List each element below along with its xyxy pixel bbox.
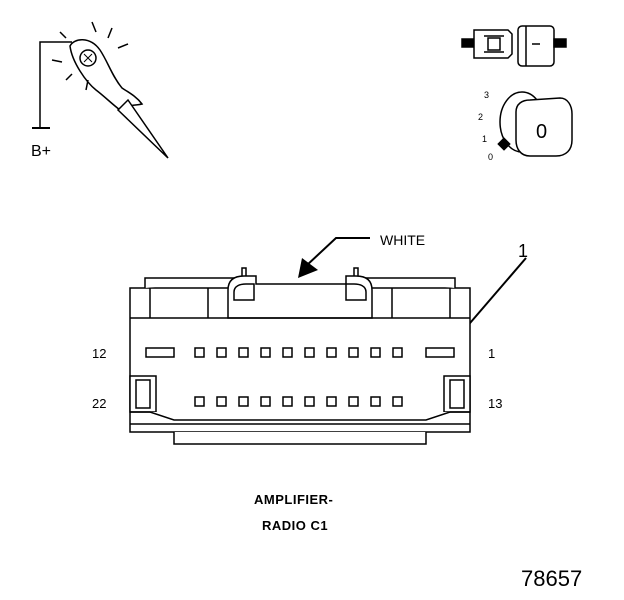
pin-label-13: 13 xyxy=(488,396,502,411)
pin-cavity-13b xyxy=(392,396,403,407)
pin-cavities-top-row xyxy=(145,347,455,358)
pin-cavity-13a xyxy=(370,396,381,407)
b-plus-label: B+ xyxy=(31,143,51,160)
pin-cavity-5 xyxy=(326,347,337,358)
pin-cavity-7 xyxy=(282,347,293,358)
ignition-position-0: 0 xyxy=(488,152,493,162)
ignition-position-2: 2 xyxy=(478,112,483,122)
pin-label-12: 12 xyxy=(92,346,106,361)
pin-cavity-2 xyxy=(392,347,403,358)
connector-color-label: WHITE xyxy=(380,232,425,248)
ignition-key-symbol: 0 xyxy=(536,121,547,143)
pin-label-22: 22 xyxy=(92,396,106,411)
pin-cavity-16 xyxy=(304,396,315,407)
connector-housing xyxy=(129,267,471,445)
pin-cavities-bottom-row xyxy=(194,396,403,407)
pin-cavity-14 xyxy=(348,396,359,407)
callout-number: 1 xyxy=(518,241,528,261)
ignition-switch-icon xyxy=(497,91,573,157)
pin-cavity-11 xyxy=(194,347,205,358)
ignition-position-1: 1 xyxy=(482,134,487,144)
pin-cavity-3 xyxy=(370,347,381,358)
caption-line-1: AMPLIFIER- xyxy=(254,492,333,507)
white-callout-leader xyxy=(305,237,370,267)
pin-cavity-20 xyxy=(216,396,227,407)
pin-cavity-1 xyxy=(425,347,455,358)
pin-label-1: 1 xyxy=(488,346,495,361)
pin-cavity-10 xyxy=(216,347,227,358)
pin-cavity-17 xyxy=(282,396,293,407)
figure-number: 78657 xyxy=(521,566,582,591)
test-light-probe-icon xyxy=(32,21,169,159)
pin-cavity-18 xyxy=(260,396,271,407)
white-callout-arrowhead xyxy=(298,258,318,278)
pin-cavity-6 xyxy=(304,347,315,358)
pin-cavity-8 xyxy=(260,347,271,358)
ignition-position-3: 3 xyxy=(484,90,489,100)
pin-cavity-19 xyxy=(238,396,249,407)
connector-pair-icon xyxy=(461,25,567,67)
pin-cavity-15 xyxy=(326,396,337,407)
pin-cavity-4 xyxy=(348,347,359,358)
pin-cavity-21 xyxy=(194,396,205,407)
caption-line-2: RADIO C1 xyxy=(262,518,328,533)
pin-cavity-9 xyxy=(238,347,249,358)
pin-cavity-12 xyxy=(145,347,175,358)
